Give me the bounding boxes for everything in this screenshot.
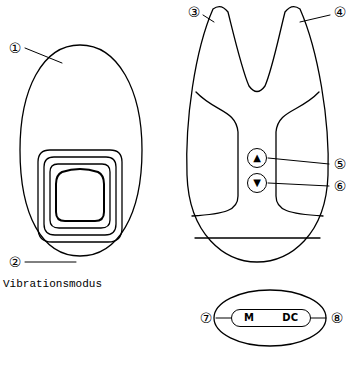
switch-panel: M DC [231, 309, 311, 327]
callout-number: ⑧ [331, 311, 344, 325]
leader-lines [25, 15, 330, 318]
charging-contact [56, 169, 104, 221]
callout-number: ⑥ [334, 179, 347, 193]
button-text: DC [282, 313, 298, 323]
mode-note: Vibrationsmodus [3, 279, 102, 290]
charging-ring-middle [44, 157, 116, 235]
prong-lining-right [276, 92, 323, 216]
down-button: ▼ [247, 173, 267, 193]
button-text: ▲ [253, 153, 261, 163]
device-front-outline [187, 7, 328, 262]
base-seam [195, 237, 320, 238]
button-text: ▼ [253, 178, 261, 188]
callout-number: ① [9, 41, 22, 55]
prong-lining-left [192, 92, 238, 216]
callout-number: ④ [334, 5, 347, 19]
callout-number: ⑦ [200, 311, 213, 325]
callout-number: ② [9, 255, 22, 269]
button-text: M [244, 313, 254, 323]
device-bottom-outline [214, 290, 326, 346]
device-back-outline [20, 45, 142, 256]
charging-ring-inner [50, 164, 110, 228]
callout-number: ⑤ [334, 157, 347, 171]
up-button: ▲ [247, 148, 267, 168]
callout-number: ③ [188, 5, 201, 19]
charging-ring-outer [38, 150, 122, 242]
